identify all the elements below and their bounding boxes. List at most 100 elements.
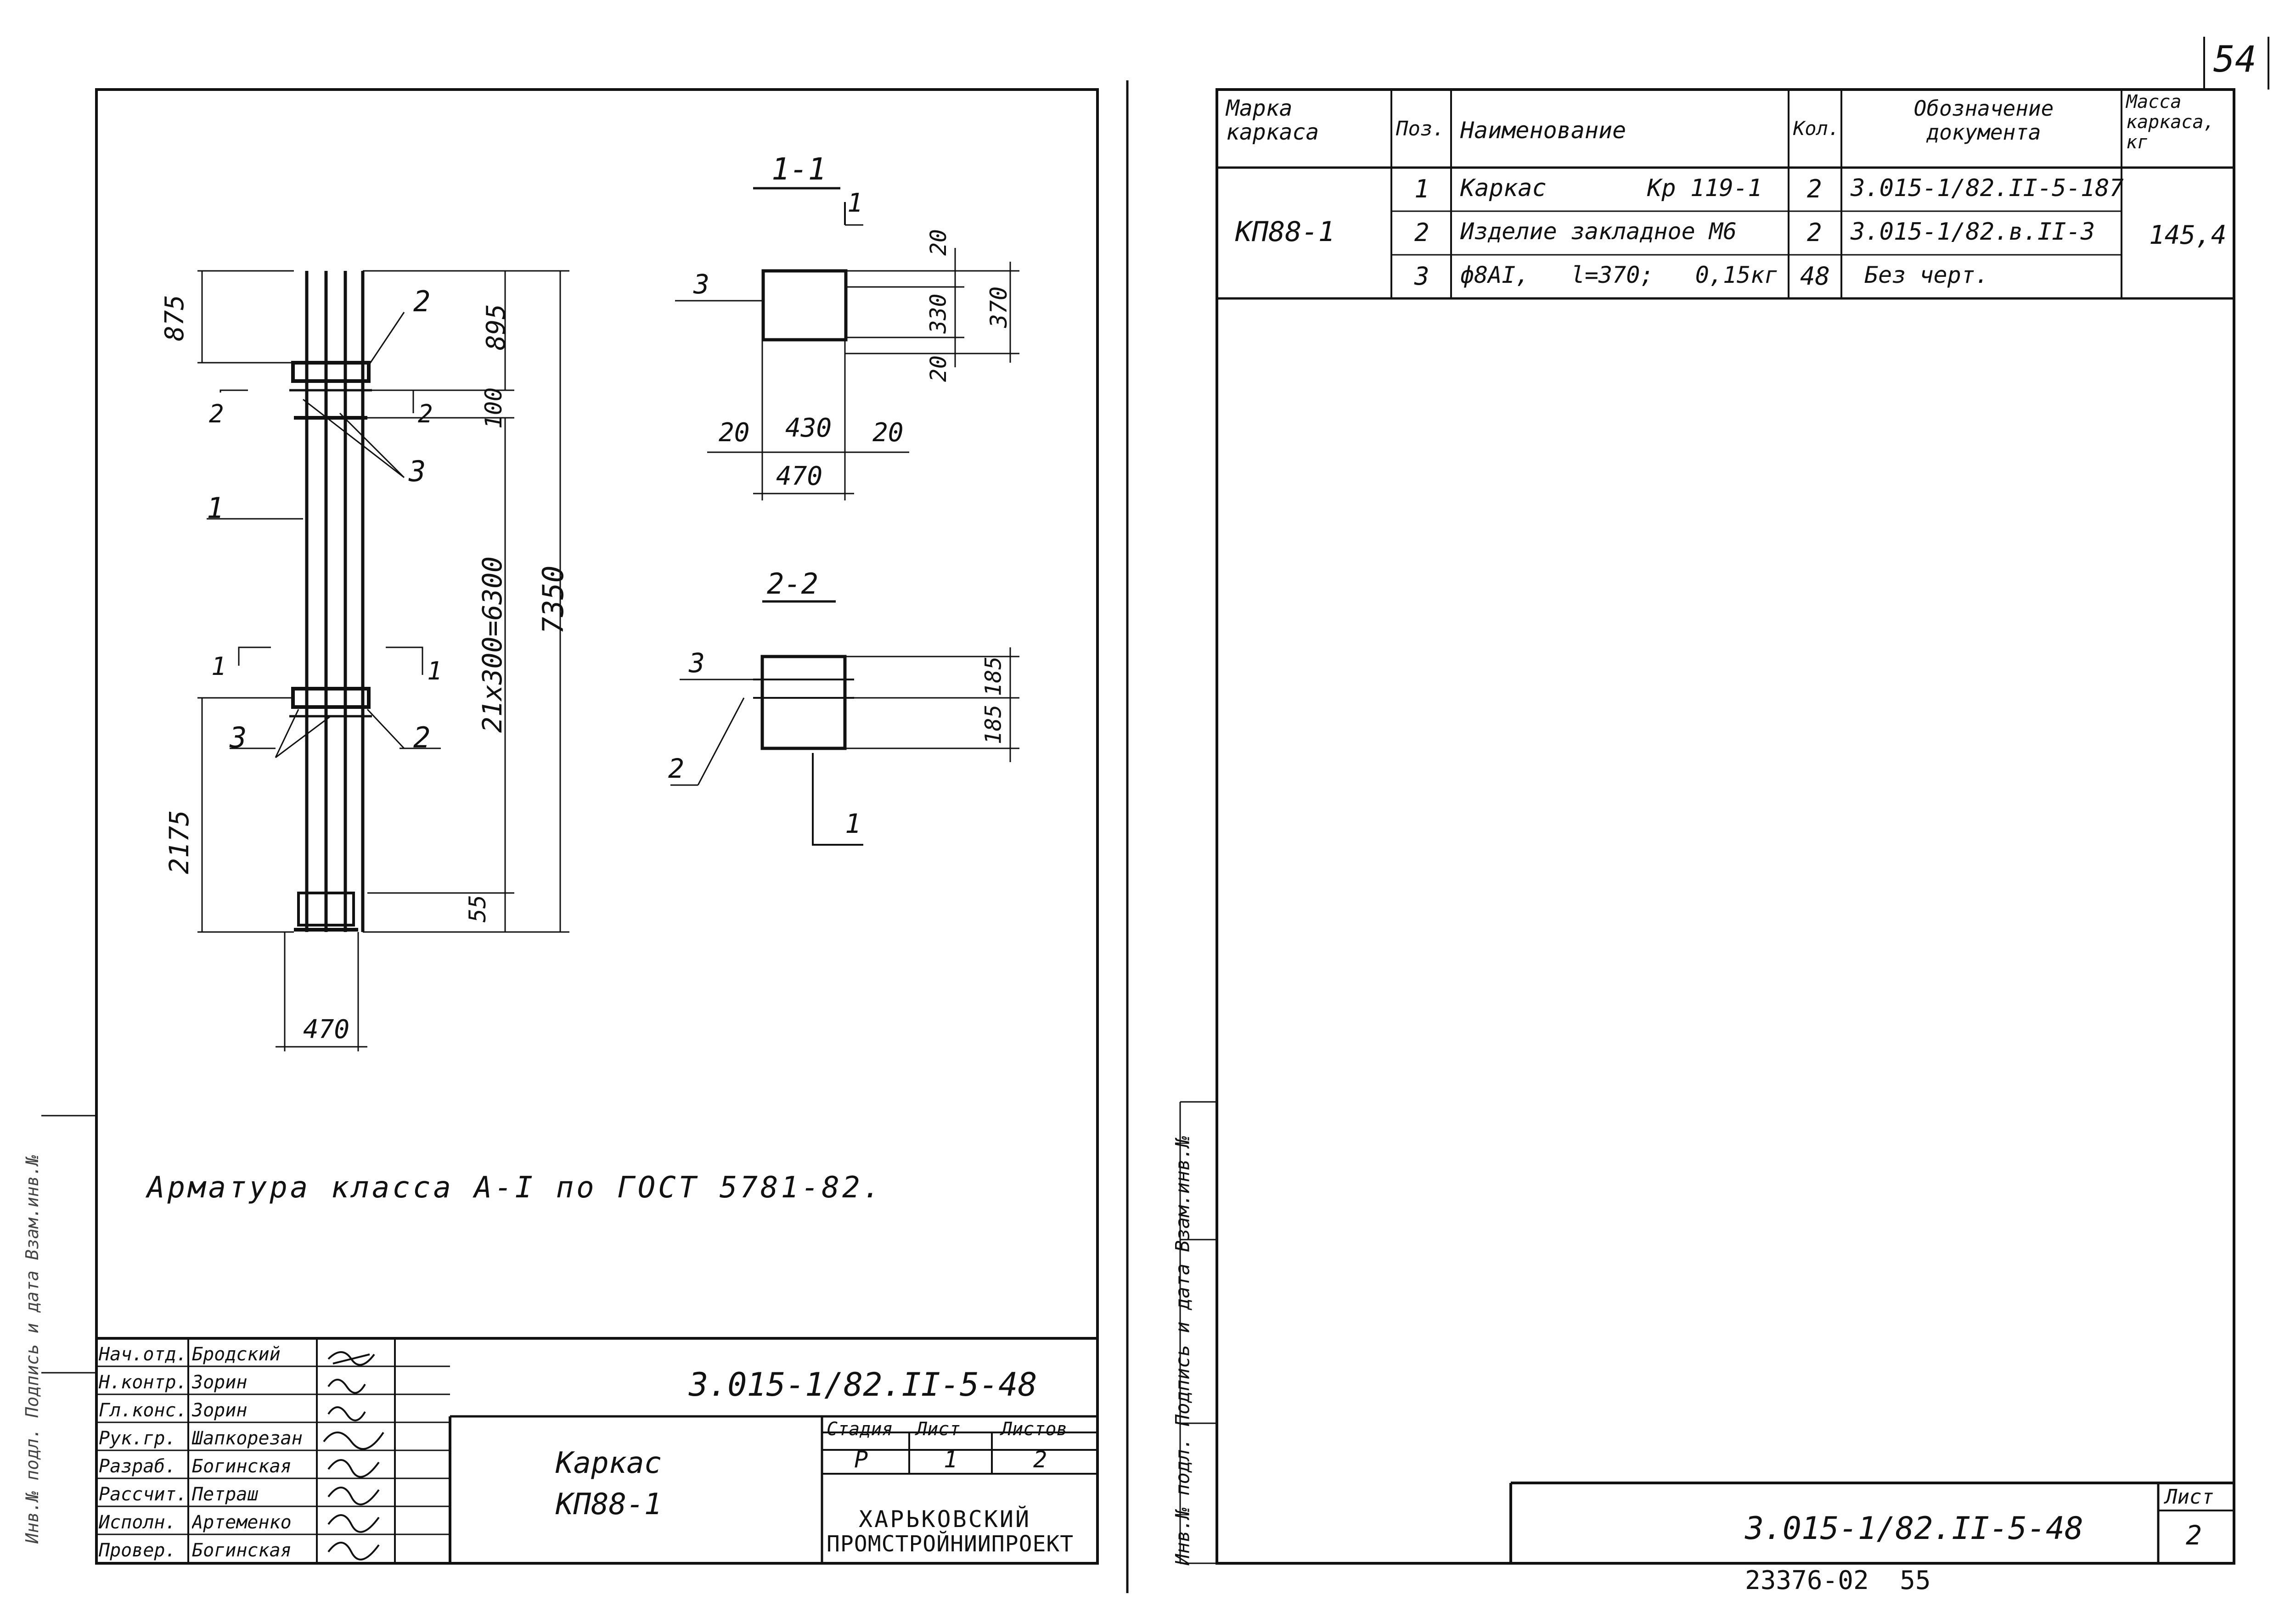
stamp-role: Нач.отд.	[99, 1344, 187, 1365]
cell-mass: 145,4	[2149, 220, 2227, 250]
stage-label: Стадия	[827, 1419, 893, 1440]
stamp-name: Петраш	[192, 1484, 259, 1505]
s2-dim-a: 185	[980, 656, 1007, 696]
row3-qty: 48	[1800, 262, 1830, 291]
row1-pos: 1	[1414, 174, 1429, 203]
dim-total: 7350	[536, 565, 570, 634]
pos-label-2-top: 2	[413, 285, 431, 318]
th-doc: Обозначение документа	[1913, 96, 2054, 145]
dim-top-left: 875	[160, 294, 190, 342]
stage-value: Р	[854, 1446, 868, 1473]
row3-doc: Без черт.	[1864, 262, 1989, 288]
s1-pos-3: 3	[693, 269, 709, 300]
sheets-value: 2	[1033, 1446, 1047, 1473]
stamp-role: Исполн.	[99, 1512, 176, 1533]
cut-1-left: 1	[211, 652, 226, 681]
cut-1-right: 1	[427, 657, 442, 685]
signature-marks	[323, 1351, 384, 1561]
left-title-1: Каркас	[556, 1446, 662, 1480]
s1-pos-1: 1	[847, 188, 863, 218]
bottom-code: 23376-02 55	[1745, 1566, 1931, 1595]
right-side-label: Инв.№ подл. Подпись и дата Взам.инв.№	[1171, 1135, 1194, 1566]
right-sheet-frame	[1216, 88, 2235, 1565]
dim-bottom-right: 55	[464, 894, 491, 923]
section-1-1-view	[675, 187, 1019, 500]
rebar-note: Арматура класса А-I по ГОСТ 5781-82.	[147, 1171, 884, 1205]
page-number: 54	[2213, 39, 2257, 80]
sheets-label: Листов	[1001, 1419, 1068, 1440]
row2-doc: 3.015-1/82.в.II-3	[1851, 218, 2095, 246]
row1-name: Каркас Кр 119-1	[1460, 174, 1762, 202]
section-2-2-title: 2-2	[767, 567, 818, 601]
left-side-label: Инв.№ подл. Подпись и дата Взам.инв.№	[22, 1155, 42, 1544]
stamp-name: Бродский	[192, 1344, 281, 1365]
th-name: Наименование	[1460, 117, 1626, 144]
stamp-name: Зорин	[192, 1400, 248, 1421]
dim-width: 470	[303, 1015, 350, 1044]
org-name-2: ПРОМСТРОЙНИИПРОЕКТ	[827, 1531, 1074, 1557]
s1-dim-inner: 430	[785, 413, 832, 443]
s1-dim-mid: 330	[925, 293, 951, 334]
row1-qty: 2	[1807, 174, 1822, 203]
stamp-name: Зорин	[192, 1372, 248, 1393]
right-sheet-label: Лист	[2165, 1485, 2214, 1509]
s1-dim-top: 20	[925, 229, 951, 256]
dim-gap: 100	[480, 387, 507, 429]
row2-pos: 2	[1414, 218, 1429, 247]
right-doc-code: 3.015-1/82.II-5-48	[1745, 1510, 2083, 1547]
sheet-value: 1	[944, 1446, 958, 1473]
stamp-name: Богинская	[192, 1456, 292, 1477]
dim-spacing: 21x300=6300	[477, 556, 508, 733]
stamp-name: Шапкорезан	[192, 1428, 303, 1449]
s1-dim-bot: 20	[925, 355, 951, 382]
th-qty: Кол.	[1793, 117, 1840, 140]
cell-mark: КП88-1	[1235, 216, 1335, 248]
stamp-roles: Нач.отд. Н.контр. Гл.конс. Рук.гр. Разра…	[99, 1341, 188, 1565]
pos-label-3-top: 3	[409, 455, 426, 488]
spec-table-grid	[1217, 90, 2234, 1563]
dim-top-right: 895	[481, 303, 512, 351]
th-mass: Масса каркаса, кг	[2126, 91, 2215, 153]
cut-2-left: 2	[209, 399, 224, 428]
stamp-name: Богинская	[192, 1540, 292, 1561]
pos-label-1: 1	[207, 491, 224, 525]
s1-dim-left: 20	[719, 418, 750, 448]
left-title-block	[96, 1337, 1097, 1563]
s1-dim-width: 470	[776, 461, 823, 491]
s2-pos-2: 2	[668, 753, 684, 784]
section-2-2-view	[670, 600, 1019, 846]
th-pos: Поз.	[1396, 117, 1445, 140]
s2-pos-3: 3	[689, 647, 705, 679]
stamp-names: Бродский Зорин Зорин Шапкорезан Богинска…	[192, 1341, 316, 1565]
th-mark: Марка каркаса	[1226, 95, 1319, 145]
s1-dim-right: 20	[872, 418, 904, 448]
sheet-label: Лист	[916, 1419, 961, 1440]
pos-label-2-mid: 2	[413, 721, 431, 754]
stamp-role: Разраб.	[99, 1456, 176, 1477]
row1-doc: 3.015-1/82.II-5-187	[1851, 174, 2124, 202]
row3-pos: 3	[1414, 262, 1429, 291]
org-name-1: ХАРЬКОВСКИЙ	[859, 1506, 1031, 1533]
section-1-1-title: 1-1	[771, 152, 827, 187]
elevation-view	[289, 271, 372, 932]
row2-name: Изделие закладное М6	[1460, 218, 1737, 245]
left-sheet-frame	[95, 88, 1099, 1565]
stamp-role: Провер.	[99, 1540, 176, 1561]
dim-bottom-left: 2175	[163, 810, 195, 874]
stamp-name: Артеменко	[192, 1512, 292, 1533]
cut-2-right: 2	[418, 399, 433, 428]
s2-dim-b: 185	[980, 704, 1007, 745]
s1-dim-height: 370	[985, 286, 1013, 328]
row2-qty: 2	[1807, 218, 1822, 247]
stamp-role: Н.контр.	[99, 1372, 187, 1393]
stamp-role: Рассчит.	[99, 1484, 187, 1505]
right-sheet-value: 2	[2186, 1520, 2202, 1551]
row3-name: ф8АI, l=370; 0,15кг	[1460, 262, 1778, 288]
stamp-role: Рук.гр.	[99, 1428, 176, 1449]
left-title-2: КП88-1	[556, 1488, 662, 1522]
pos-label-3-mid: 3	[230, 721, 247, 754]
left-doc-code: 3.015-1/82.II-5-48	[689, 1366, 1037, 1404]
s2-pos-1: 1	[845, 808, 861, 839]
